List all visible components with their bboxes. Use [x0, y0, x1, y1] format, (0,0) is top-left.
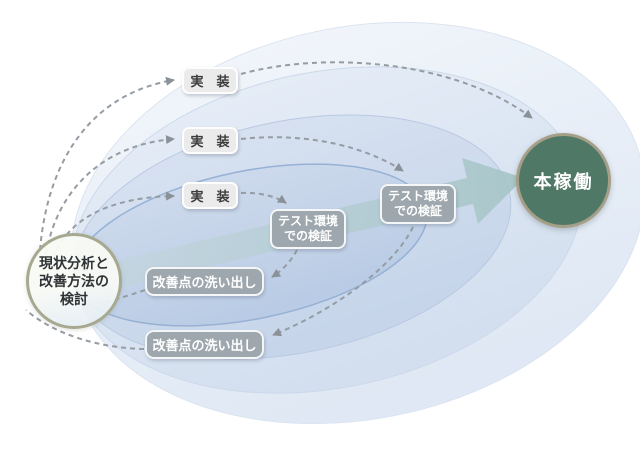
improve-box-outer: 改善点の洗い出し [145, 330, 264, 359]
test-box-outer-line1: テスト環境 [387, 189, 448, 203]
test-box-inner-line2: での検証 [283, 229, 332, 243]
path-start-to-implement-2 [45, 135, 175, 255]
path-implement3-to-test-inner [240, 191, 287, 204]
improve-box-inner: 改善点の洗い出し [145, 267, 264, 296]
path-implement2-to-test-outer [240, 136, 404, 172]
start-node-line2: 改善方法の [39, 272, 109, 289]
implement-box-1-label: 実 装 [190, 74, 230, 89]
path-implement1-to-production [240, 61, 533, 119]
test-box-inner: テスト環境 での検証 [270, 209, 346, 249]
end-node-label: 本稼働 [533, 171, 594, 192]
implement-box-1: 実 装 [182, 67, 238, 94]
path-test-outer-to-improve-outer [272, 226, 414, 337]
implement-box-3: 実 装 [182, 182, 238, 209]
test-box-outer: テスト環境 での検証 [380, 184, 456, 224]
test-box-inner-line1: テスト環境 [277, 214, 338, 228]
start-node-label: 現状分析と 改善方法の 検討 [39, 254, 109, 309]
improve-box-outer-label: 改善点の洗い出し [152, 338, 257, 353]
path-improve-inner-to-start [99, 289, 146, 305]
implement-box-3-label: 実 装 [190, 189, 230, 204]
path-start-to-implement-3 [52, 191, 175, 259]
implement-box-2: 実 装 [182, 127, 238, 154]
start-node: 現状分析と 改善方法の 検討 [26, 233, 122, 329]
test-box-outer-label: テスト環境 での検証 [388, 189, 448, 219]
improve-box-inner-label: 改善点の洗い出し [152, 275, 257, 290]
implement-box-2-label: 実 装 [190, 134, 230, 149]
start-node-line1: 現状分析と [39, 254, 109, 271]
end-node: 本稼働 [516, 133, 611, 228]
test-box-outer-line2: での検証 [393, 204, 442, 218]
test-box-inner-label: テスト環境 での検証 [278, 214, 338, 244]
path-test-inner-to-improve-inner [271, 249, 298, 278]
start-node-line3: 検討 [60, 291, 88, 308]
path-improve-outer-to-start [25, 309, 145, 350]
